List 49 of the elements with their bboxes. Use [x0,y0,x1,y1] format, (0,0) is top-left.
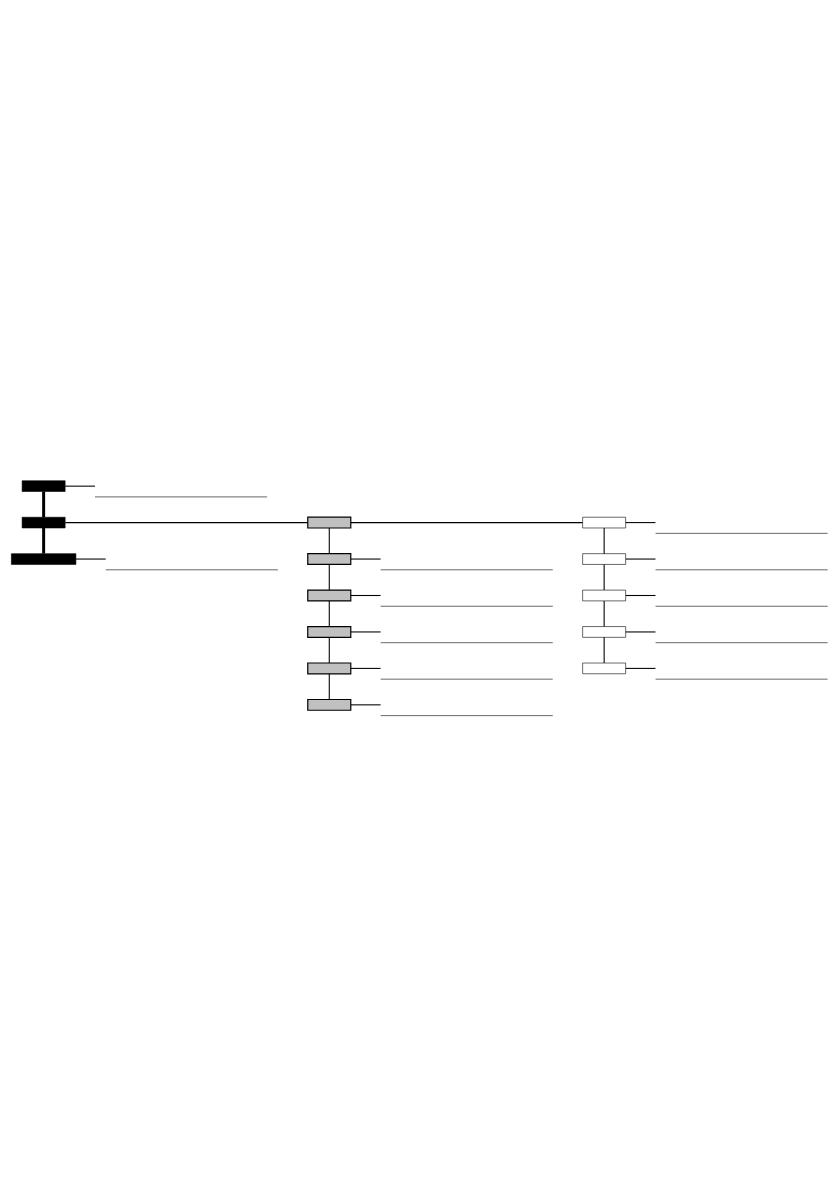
connector [64,485,96,487]
connector [42,491,46,518]
connector [350,594,382,597]
connector [64,522,309,524]
connector [75,558,107,560]
connector [328,636,330,664]
connector [350,631,382,633]
node-box [582,626,626,638]
node-box [307,553,352,566]
node-box [307,516,352,529]
connector [625,522,656,524]
connector [603,563,605,591]
node-bracket [380,715,554,716]
connector [603,636,605,664]
node-bracket [94,496,268,498]
connector [625,667,656,669]
connector [625,594,656,597]
node-bracket [655,642,828,643]
connector [350,667,382,669]
node-box [21,516,66,529]
connector [350,558,382,560]
connector [350,704,382,706]
node-bracket [380,642,554,643]
node-bracket [655,569,828,571]
node-bracket [655,533,828,534]
node-box [582,516,626,529]
connector [603,600,605,628]
node-bracket [380,569,554,571]
node-bracket [380,678,554,680]
node-box [307,589,352,602]
connector [328,600,330,628]
node-box [582,662,626,675]
node-box [307,698,352,711]
node-bracket [380,605,554,607]
connector [328,527,330,555]
connector [42,528,46,554]
connector [328,673,330,700]
node-box [307,625,352,638]
connector [328,563,330,591]
node-bracket [655,678,828,680]
node-box [21,480,66,492]
node-box [582,589,626,602]
connector [350,522,583,524]
node-box [582,553,626,565]
node-bracket [105,569,279,571]
node-bracket [655,605,828,607]
node-box [11,553,77,565]
node-box [307,662,352,675]
connector [603,527,605,555]
